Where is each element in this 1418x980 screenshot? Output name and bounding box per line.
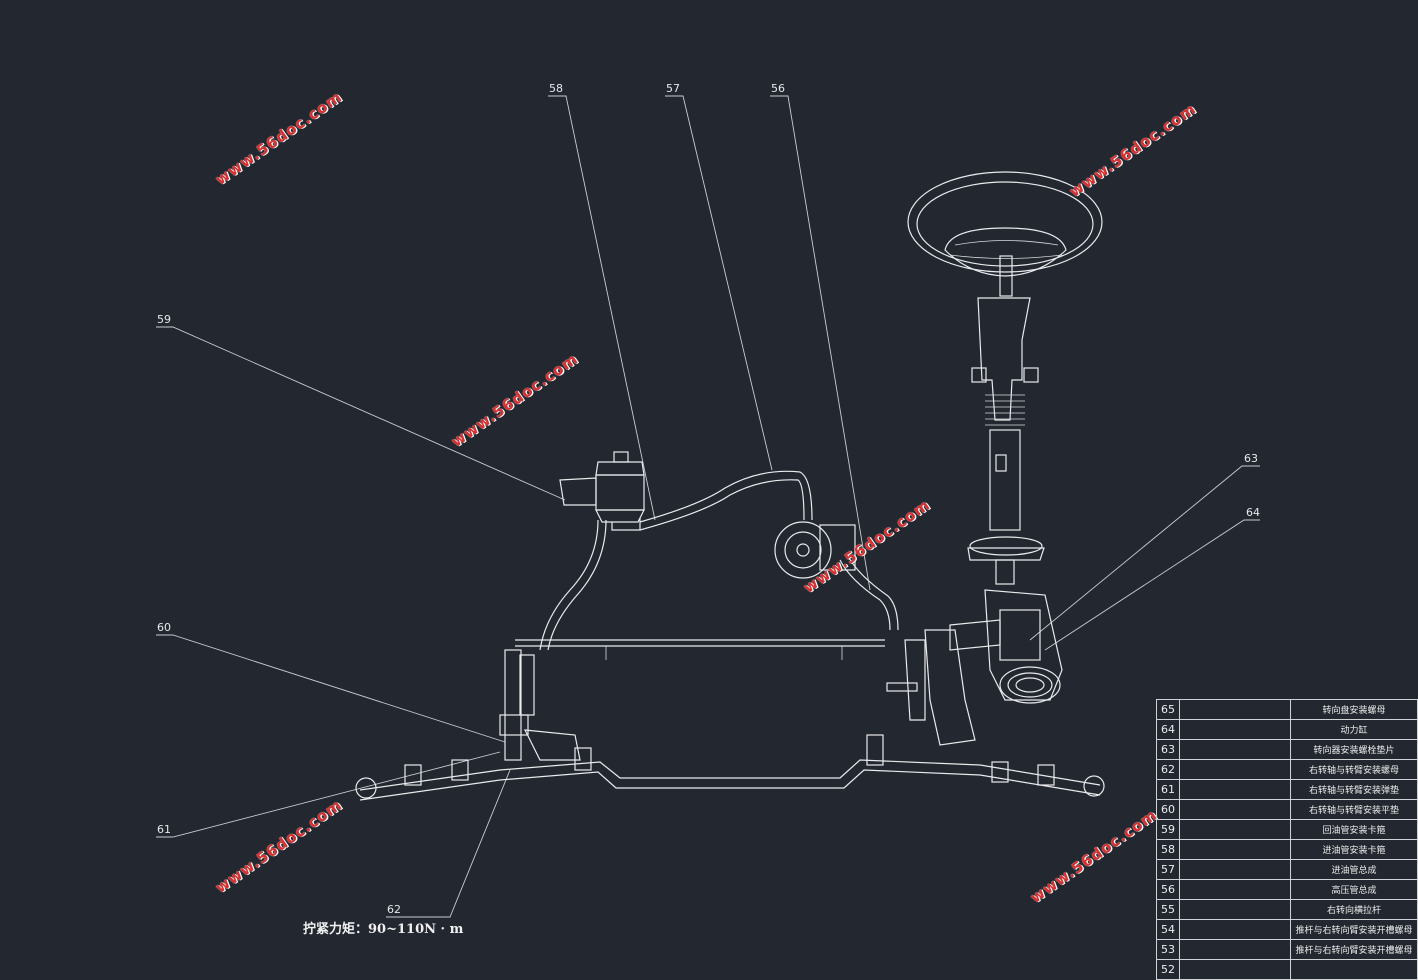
leader-61 [156, 751, 501, 838]
axle-beam [355, 734, 1105, 801]
callout-62: 62 [387, 903, 401, 916]
part-name: 右转向横拉杆 [1290, 899, 1418, 920]
leader-57 [665, 95, 773, 471]
part-name [1290, 959, 1418, 980]
callout-57: 57 [666, 82, 680, 95]
table-row: 62 右转轴与转臂安装螺母 [1156, 759, 1418, 780]
part-name: 推杆与右转向臂安装开槽螺母 [1290, 919, 1418, 940]
table-row: 60 右转轴与转臂安装平垫 [1156, 799, 1418, 820]
part-number: 65 [1156, 699, 1180, 720]
callout-58: 58 [549, 82, 563, 95]
part-name: 推杆与右转向臂安装开槽螺母 [1290, 939, 1418, 960]
part-number: 61 [1156, 779, 1180, 800]
part-name: 动力缸 [1290, 719, 1418, 740]
callout-63: 63 [1244, 452, 1258, 465]
table-row: 59 回油管安装卡箍 [1156, 819, 1418, 840]
part-number: 62 [1156, 759, 1180, 780]
part-number: 55 [1156, 899, 1180, 920]
part-number: 58 [1156, 839, 1180, 860]
part-number: 60 [1156, 799, 1180, 820]
part-name: 右转轴与转臂安装平垫 [1290, 799, 1418, 820]
callout-60: 60 [157, 621, 171, 634]
table-row: 54 推杆与右转向臂安装开槽螺母 [1156, 919, 1418, 940]
leader-lines [156, 95, 1260, 918]
part-number: 57 [1156, 859, 1180, 880]
table-row: 64 动力缸 [1156, 719, 1418, 740]
table-row: 58 进油管安装卡箍 [1156, 839, 1418, 860]
leader-64 [1044, 519, 1260, 651]
part-name: 高压管总成 [1290, 879, 1418, 900]
part-number: 64 [1156, 719, 1180, 740]
callout-64: 64 [1246, 506, 1260, 519]
leader-62 [386, 769, 511, 918]
part-name: 回油管安装卡箍 [1290, 819, 1418, 840]
table-row: 53 推杆与右转向臂安装开槽螺母 [1156, 939, 1418, 960]
part-number: 63 [1156, 739, 1180, 760]
steering-wheel [907, 171, 1103, 277]
part-number: 53 [1156, 939, 1180, 960]
callout-61: 61 [157, 823, 171, 836]
table-row: 63 转向器安装螺栓垫片 [1156, 739, 1418, 760]
leader-63 [1029, 465, 1260, 641]
callout-56: 56 [771, 82, 785, 95]
parts-table: 65 转向盘安装螺母 64 动力缸 63 转向器安装螺栓垫片 62 右转轴与转臂安装螺母… [1156, 699, 1418, 980]
oil-reservoir [559, 451, 645, 531]
part-name: 进油管安装卡箍 [1290, 839, 1418, 860]
table-row: 61 右转轴与转臂安装弹垫 [1156, 779, 1418, 800]
leader-56 [770, 95, 871, 591]
table-row: 65 转向盘安装螺母 [1156, 699, 1418, 720]
callout-59: 59 [157, 313, 171, 326]
part-name: 右转轴与转臂安装弹垫 [1290, 779, 1418, 800]
part-name: 转向盘安装螺母 [1290, 699, 1418, 720]
table-row: 55 右转向横拉杆 [1156, 899, 1418, 920]
leader-59 [156, 326, 566, 501]
part-name: 进油管总成 [1290, 859, 1418, 880]
steering-gear [886, 589, 1063, 746]
hoses [539, 470, 899, 651]
torque-note: 拧紧力矩：90~110N · m [303, 922, 464, 937]
part-number: 54 [1156, 919, 1180, 940]
part-name: 转向器安装螺栓垫片 [1290, 739, 1418, 760]
table-row: 56 高压管总成 [1156, 879, 1418, 900]
part-number: 52 [1156, 959, 1180, 980]
steering-column [967, 255, 1045, 585]
part-number: 56 [1156, 879, 1180, 900]
leader-60 [156, 634, 506, 743]
left-knuckle [499, 649, 581, 761]
tie-rod [515, 639, 885, 660]
table-row: 57 进油管总成 [1156, 859, 1418, 880]
part-name: 右转轴与转臂安装螺母 [1290, 759, 1418, 780]
steering-pump [774, 521, 856, 579]
part-number: 59 [1156, 819, 1180, 840]
table-row: 52 [1156, 959, 1418, 980]
leader-58 [548, 95, 656, 521]
